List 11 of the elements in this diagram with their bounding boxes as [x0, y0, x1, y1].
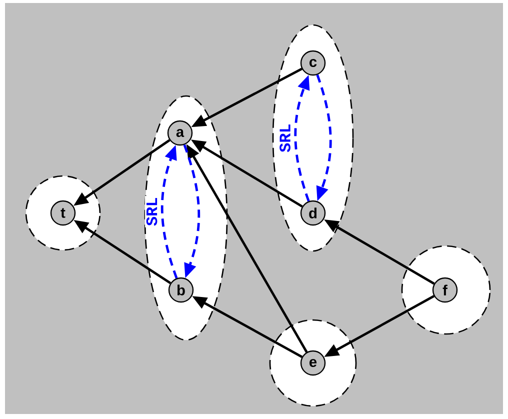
- dashed-circle: [401, 245, 491, 335]
- graph-node: c: [300, 50, 326, 76]
- graph-node: d: [300, 200, 326, 226]
- graph-node: e: [300, 350, 326, 376]
- edge-label: SRL: [146, 198, 158, 226]
- edge-label: SRL: [280, 124, 290, 152]
- graph-node: t: [50, 200, 76, 226]
- dashed-circle: [269, 319, 357, 407]
- graph-node: a: [167, 120, 193, 146]
- graph-node: f: [432, 277, 458, 303]
- graph-node: b: [168, 277, 194, 303]
